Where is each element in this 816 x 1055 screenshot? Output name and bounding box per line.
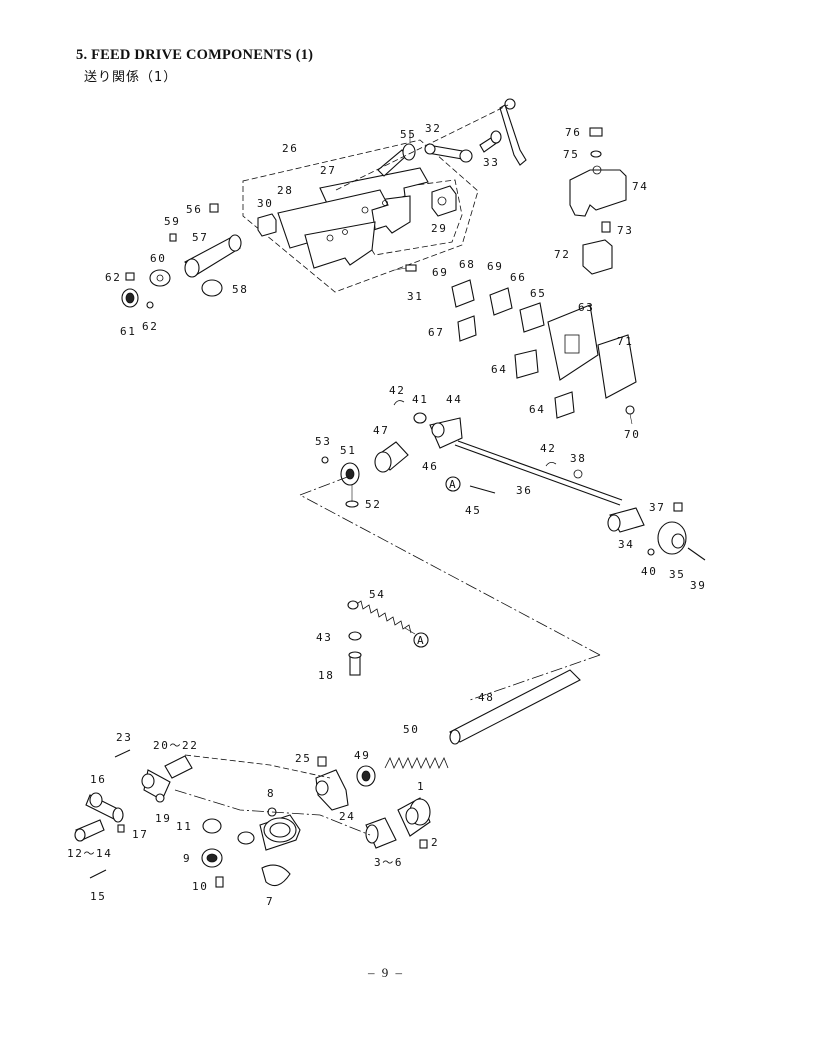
callout-7: 7 bbox=[266, 895, 274, 908]
callout-55: 55 bbox=[400, 128, 416, 141]
callout-36: 36 bbox=[516, 484, 532, 497]
callout-40: 40 bbox=[641, 565, 657, 578]
callout-74: 74 bbox=[632, 180, 648, 193]
callout-29: 29 bbox=[431, 222, 447, 235]
callout-23: 23 bbox=[116, 731, 132, 744]
callout-8: 8 bbox=[267, 787, 275, 800]
callout-59: 59 bbox=[164, 215, 180, 228]
callout-25: 25 bbox=[295, 752, 311, 765]
cover-assembly-72-76 bbox=[569, 127, 627, 275]
section-subtitle-japanese: 送り関係（1） bbox=[84, 70, 178, 85]
callout-51: 51 bbox=[340, 444, 356, 457]
callout-32: 32 bbox=[425, 122, 441, 135]
callout-20-22: 20～22 bbox=[153, 739, 199, 752]
callout-42: 42 bbox=[389, 384, 405, 397]
callout-56: 56 bbox=[186, 203, 202, 216]
callout-11: 11 bbox=[176, 820, 192, 833]
callout-17: 17 bbox=[132, 828, 148, 841]
callout-62: 62 bbox=[105, 271, 121, 284]
callout-10: 10 bbox=[192, 880, 208, 893]
callout-53: 53 bbox=[315, 435, 331, 448]
callout-30: 30 bbox=[257, 197, 273, 210]
callout-70: 70 bbox=[624, 428, 640, 441]
callout-65: 65 bbox=[530, 287, 546, 300]
section-title: 5. FEED DRIVE COMPONENTS (1) bbox=[76, 47, 314, 63]
callout-1: 1 bbox=[417, 780, 425, 793]
marker-label: A bbox=[449, 478, 457, 491]
callout-58: 58 bbox=[232, 283, 248, 296]
stud-shaft-55 bbox=[377, 130, 416, 177]
callout-15: 15 bbox=[90, 890, 106, 903]
callout-57: 57 bbox=[192, 231, 208, 244]
callout-64: 64 bbox=[529, 403, 545, 416]
callouts: 1 2 3～6 7 8 9 10 11 12～14 15 16 17 18 19… bbox=[67, 122, 706, 908]
callout-37: 37 bbox=[649, 501, 665, 514]
callout-66: 66 bbox=[510, 271, 526, 284]
marker-label: A bbox=[417, 634, 425, 647]
callout-9: 9 bbox=[183, 852, 191, 865]
callout-60: 60 bbox=[150, 252, 166, 265]
callout-24: 24 bbox=[339, 810, 355, 823]
callout-62: 62 bbox=[142, 320, 158, 333]
callout-38: 38 bbox=[570, 452, 586, 465]
callout-27: 27 bbox=[320, 164, 336, 177]
callout-72: 72 bbox=[554, 248, 570, 261]
callout-52: 52 bbox=[365, 498, 381, 511]
callout-46: 46 bbox=[422, 460, 438, 473]
callout-73: 73 bbox=[617, 224, 633, 237]
callout-50: 50 bbox=[403, 723, 419, 736]
plates-63-71 bbox=[451, 279, 637, 425]
callout-63: 63 bbox=[578, 301, 594, 314]
callout-12-14: 12～14 bbox=[67, 847, 113, 860]
callout-67: 67 bbox=[428, 326, 444, 339]
callout-69: 69 bbox=[487, 260, 503, 273]
callout-75: 75 bbox=[563, 148, 579, 161]
callout-39: 39 bbox=[690, 579, 706, 592]
bottom-assembly-1-25 bbox=[74, 749, 431, 888]
callout-48: 48 bbox=[478, 691, 494, 704]
shaft-48-spring-50 bbox=[356, 669, 581, 787]
reference-marker-a-upper: A bbox=[445, 476, 461, 492]
callout-43: 43 bbox=[316, 631, 332, 644]
callout-68: 68 bbox=[459, 258, 475, 271]
callout-35: 35 bbox=[669, 568, 685, 581]
page-number: – 9 – bbox=[368, 965, 404, 980]
callout-16: 16 bbox=[90, 773, 106, 786]
assembly-center-line bbox=[299, 475, 601, 701]
callout-71: 71 bbox=[617, 335, 633, 348]
crank-lever-32-33 bbox=[335, 98, 527, 191]
reference-marker-a-lower: A bbox=[413, 632, 429, 648]
callout-61: 61 bbox=[120, 325, 136, 338]
callout-19: 19 bbox=[155, 812, 171, 825]
callout-45: 45 bbox=[465, 504, 481, 517]
callout-47: 47 bbox=[373, 424, 389, 437]
callout-41: 41 bbox=[412, 393, 428, 406]
spring-54-group bbox=[347, 600, 416, 676]
callout-44: 44 bbox=[446, 393, 462, 406]
callout-76: 76 bbox=[565, 126, 581, 139]
callout-18: 18 bbox=[318, 669, 334, 682]
callout-34: 34 bbox=[618, 538, 634, 551]
callout-3-6: 3～6 bbox=[374, 856, 403, 869]
callout-28: 28 bbox=[277, 184, 293, 197]
callout-42: 42 bbox=[540, 442, 556, 455]
callout-49: 49 bbox=[354, 749, 370, 762]
shaft-36-group bbox=[321, 400, 706, 561]
callout-64: 64 bbox=[491, 363, 507, 376]
callout-31: 31 bbox=[407, 290, 423, 303]
callout-33: 33 bbox=[483, 156, 499, 169]
callout-26: 26 bbox=[282, 142, 298, 155]
callout-2: 2 bbox=[431, 836, 439, 849]
callout-54: 54 bbox=[369, 588, 385, 601]
shaft-group-56-62 bbox=[121, 203, 242, 309]
feed-link-assembly-group bbox=[242, 139, 479, 293]
callout-69: 69 bbox=[432, 266, 448, 279]
